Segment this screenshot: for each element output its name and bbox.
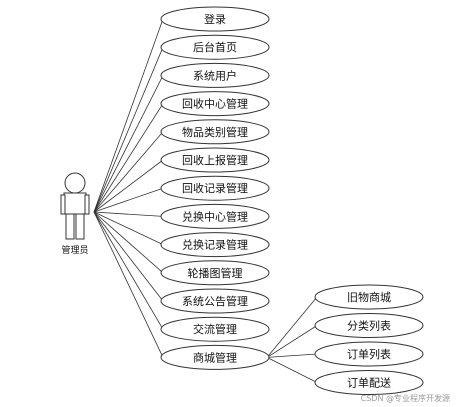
use-case-label: 回收中心管理 (182, 97, 248, 111)
association-line (93, 47, 164, 213)
use-case-oval (160, 316, 270, 342)
use-case-oval (160, 260, 270, 286)
association-lines (93, 18, 318, 383)
sub-use-case-label: 订单配送 (347, 376, 391, 390)
use-case-oval (160, 232, 270, 258)
use-case-label: 兑换中心管理 (182, 209, 248, 223)
use-case-label: 商城管理 (193, 350, 237, 364)
actor-administrator: 管理员 (60, 172, 90, 256)
use-case-label: 兑换记录管理 (182, 238, 248, 252)
use-case-label: 物品类别管理 (182, 125, 248, 139)
use-case-oval (160, 175, 270, 201)
association-line (93, 103, 164, 213)
association-line (93, 211, 164, 302)
use-case-oval (160, 119, 270, 145)
use-case-oval (160, 91, 270, 117)
sub-use-case-label: 分类列表 (347, 319, 391, 333)
actor-left-arm (60, 194, 66, 215)
use-case-oval (160, 344, 270, 370)
use-case-oval (160, 147, 270, 173)
association-line (93, 187, 164, 213)
use-case-label: 登录 (204, 12, 226, 26)
actor-torso (63, 192, 87, 215)
sub-association-line (266, 325, 318, 358)
use-case-oval (160, 203, 270, 229)
association-line (93, 211, 164, 358)
use-case-label: 交流管理 (193, 322, 237, 336)
sub-association-line (266, 296, 318, 358)
association-line (93, 211, 164, 217)
association-line (93, 18, 164, 213)
sub-use-case-oval (314, 341, 424, 367)
sub-use-case-oval (314, 313, 424, 338)
association-line (93, 211, 164, 274)
association-line (93, 211, 164, 330)
use-case-label: 系统用户 (193, 68, 237, 82)
actor-head (64, 172, 86, 194)
use-case-oval (160, 34, 270, 60)
sub-association-line (266, 353, 318, 358)
use-case-label: 后台首页 (193, 40, 237, 54)
use-case-label: 回收上报管理 (182, 153, 248, 167)
use-case-oval (160, 288, 270, 314)
use-case-oval (160, 6, 270, 32)
use-case-label: 回收记录管理 (182, 181, 248, 195)
sub-use-case-oval (314, 370, 424, 395)
actor-right-arm (84, 194, 90, 215)
sub-use-case-label: 订单列表 (347, 347, 391, 361)
use-case-oval (160, 62, 270, 88)
sub-use-case-oval (314, 284, 424, 310)
actor-right-leg (75, 213, 85, 240)
association-line (93, 131, 164, 213)
association-line (93, 211, 164, 245)
use-case-group: 登录后台首页系统用户回收中心管理物品类别管理回收上报管理回收记录管理兑换中心管理… (160, 6, 270, 370)
association-line (93, 75, 164, 213)
use-case-label: 轮播图管理 (188, 266, 243, 280)
use-case-label: 系统公告管理 (182, 294, 248, 308)
sub-use-case-label: 旧物商城 (347, 290, 391, 304)
actor-label: 管理员 (61, 244, 88, 256)
sub-association-line (266, 357, 318, 383)
actor-left-leg (65, 213, 75, 240)
association-line (93, 159, 164, 213)
watermark: CSDN @专业程序开发源 (361, 393, 450, 403)
